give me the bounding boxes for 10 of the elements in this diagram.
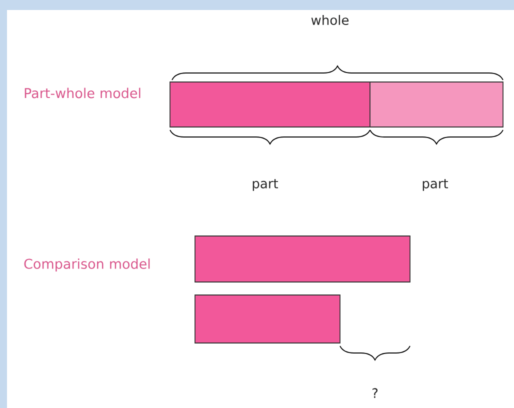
brace-label: part: [252, 179, 278, 191]
brace-label: whole: [311, 14, 349, 26]
brace-label: part: [422, 179, 448, 191]
bar: [370, 82, 504, 128]
bar: [170, 82, 370, 128]
bar: [194, 294, 340, 344]
model-label: Comparison model: [24, 258, 150, 272]
model-label: Part-whole model: [24, 88, 140, 98]
brace-label: ?: [372, 388, 378, 398]
bar: [194, 236, 410, 282]
